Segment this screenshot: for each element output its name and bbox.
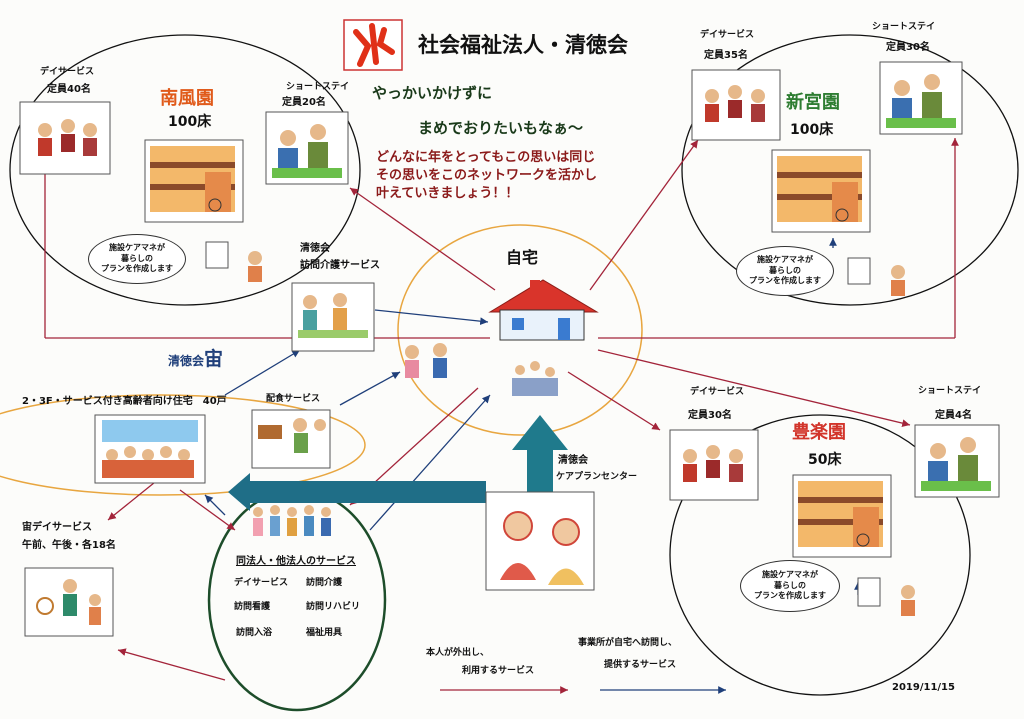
shinguen-name: 新宮園	[786, 92, 840, 113]
other-services-staff-image	[253, 505, 331, 536]
other-service-item: デイサービス	[234, 578, 289, 588]
nanpuen-short-stay-image	[265, 111, 349, 185]
horakuen-short-capacity: 定員4名	[935, 410, 972, 421]
legend-red-line-1: 本人が外出し、	[426, 648, 490, 658]
sora-label-main: 宙	[204, 348, 224, 370]
nanpuen-name: 南風園	[160, 88, 214, 109]
nanpuen-day-capacity: 定員40名	[47, 84, 91, 95]
sora-housing-label: 2・3F・サービス付き高齢者向け住宅 40戸	[22, 396, 227, 407]
message-line-2: その思いをこのネットワークを活かし	[376, 168, 598, 183]
other-service-item: 訪問介護	[306, 578, 343, 588]
sora-day-capacity: 午前、午後・各18名	[22, 540, 116, 551]
horakuen-short-stay-image	[914, 424, 1000, 498]
shinguen-short-title: ショートステイ	[872, 22, 936, 32]
horakuen-care-manager-bubble: 施設ケアマネが 暮らしの プランを作成します	[740, 560, 840, 612]
nanpuen-care-manager-bubble: 施設ケアマネが 暮らしの プランを作成します	[88, 234, 186, 284]
home-care-org: 清徳会	[300, 243, 330, 254]
home-group-image	[512, 361, 558, 396]
sora-label: 清徳会宙	[168, 348, 223, 371]
horakuen-beds: 50床	[808, 452, 842, 468]
shinguen-building-icon	[771, 149, 871, 233]
home-visit-people-image	[405, 343, 447, 378]
home-care-service: 訪問介護サービス	[300, 260, 380, 271]
nanpuen-building-icon	[144, 139, 244, 223]
sora-day-service-image	[24, 567, 114, 637]
sora-day-title: 宙デイサービス	[22, 522, 92, 533]
shinguen-day-capacity: 定員35名	[704, 50, 748, 61]
sora-housing-image	[94, 414, 206, 484]
legend-blue-line-1: 事業所が自宅へ訪問し、	[578, 638, 678, 648]
other-service-item: 訪問リハビリ	[306, 602, 361, 612]
home-house-icon	[488, 279, 599, 341]
shinguen-care-manager-bubble: 施設ケアマネが 暮らしの プランを作成します	[736, 246, 834, 296]
horakuen-short-title: ショートステイ	[918, 386, 982, 396]
care-plan-center-image	[485, 491, 595, 591]
slogan-line-1: やっかいかけずに	[372, 84, 493, 102]
nanpuen-day-service-image	[19, 101, 111, 175]
nanpuen-short-capacity: 定員20名	[282, 97, 326, 108]
meal-service-image	[251, 409, 331, 469]
meal-service-label: 配食サービス	[266, 394, 321, 404]
seitokukai-logo-icon	[343, 19, 403, 71]
shinguen-short-capacity: 定員30名	[886, 42, 930, 53]
care-plan-center-label: ケアプランセンター	[556, 472, 638, 482]
legend-blue-line-2: 提供するサービス	[604, 660, 677, 670]
page-title: 社会福祉法人・清徳会	[418, 33, 628, 57]
message-line-1: どんなに年をとってもこの思いは同じ	[376, 150, 596, 165]
shinguen-day-service-image	[691, 69, 781, 141]
horakuen-building-icon	[792, 474, 892, 558]
legend-red-line-2: 利用するサービス	[462, 666, 535, 676]
horakuen-day-capacity: 定員30名	[688, 410, 732, 421]
nanpuen-circle	[9, 34, 361, 306]
shinguen-circle	[681, 34, 1019, 306]
other-service-item: 訪問入浴	[236, 628, 273, 638]
shinguen-day-title: デイサービス	[700, 30, 755, 40]
document-date: 2019/11/15	[892, 682, 955, 693]
care-manager-icon-nanpuen	[205, 241, 262, 282]
sora-label-prefix: 清徳会	[168, 354, 205, 368]
horakuen-day-service-image	[669, 429, 759, 501]
nanpuen-beds: 100床	[168, 114, 212, 130]
shinguen-beds: 100床	[790, 122, 834, 138]
care-plan-org: 清徳会	[558, 455, 588, 466]
other-service-item: 福祉用具	[306, 628, 343, 638]
horakuen-day-title: デイサービス	[690, 387, 745, 397]
message-line-3: 叶えていきましょう！！	[376, 186, 519, 201]
home-care-image	[291, 282, 375, 352]
care-center-up-arrow	[512, 415, 568, 492]
home-label: 自宅	[506, 248, 539, 267]
sora-ring	[0, 394, 366, 496]
nanpuen-short-title: ショートステイ	[286, 82, 350, 92]
other-service-item: 訪問看護	[234, 602, 271, 612]
home-ring	[397, 224, 643, 436]
care-manager-icon-horakuen	[857, 577, 915, 616]
care-manager-icon-shinguen	[847, 257, 905, 296]
horakuen-circle	[669, 414, 971, 696]
nanpuen-day-title: デイサービス	[40, 67, 95, 77]
slogan-line-2: まめでおりたいもなぁ～	[418, 119, 584, 137]
shinguen-short-stay-image	[879, 61, 963, 135]
care-center-left-arrow	[228, 473, 486, 511]
other-services-title: 同法人・他法人のサービス	[236, 556, 356, 567]
horakuen-name: 豊楽園	[792, 422, 846, 443]
